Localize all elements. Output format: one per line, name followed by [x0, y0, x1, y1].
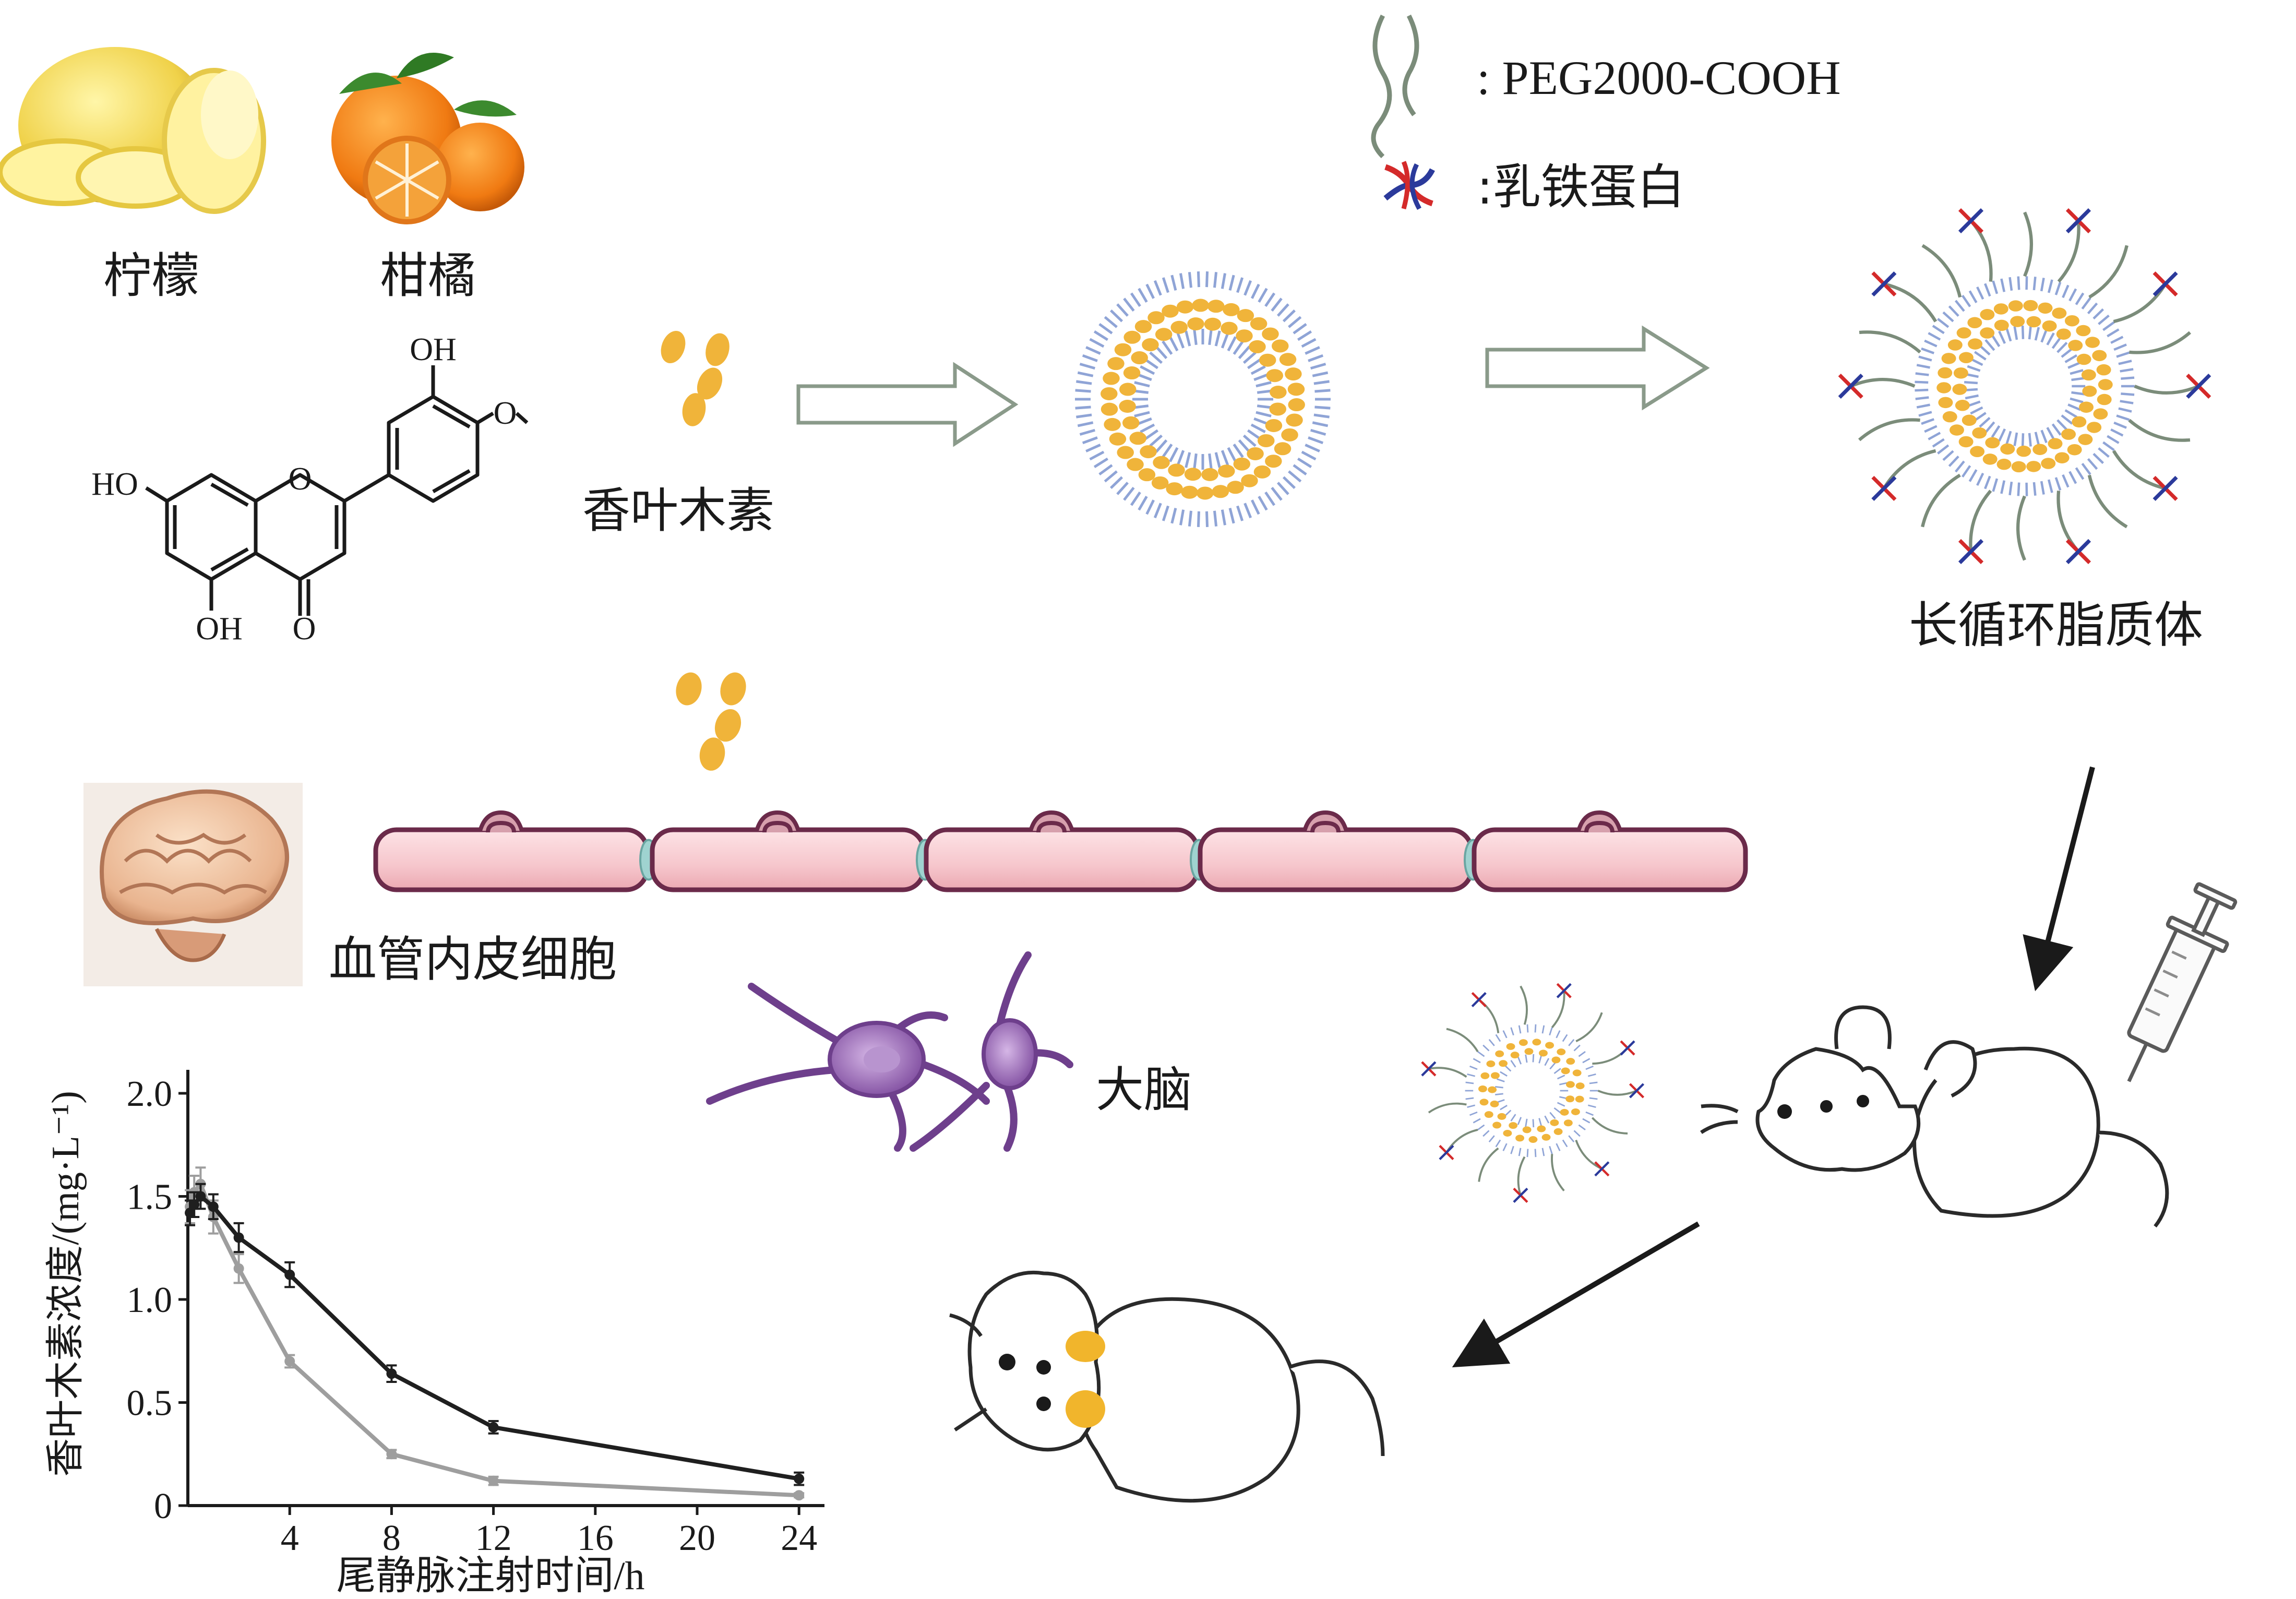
- series-line: [188, 1193, 799, 1481]
- lemon-label: 柠檬: [103, 248, 199, 304]
- x-tick-label: 24: [781, 1518, 817, 1558]
- data-point: [794, 1490, 805, 1501]
- liposome-label: 长循环脂质体: [1909, 597, 2203, 654]
- y-tick-label: 0.5: [127, 1383, 173, 1424]
- data-point: [233, 1263, 244, 1274]
- data-point: [488, 1422, 499, 1433]
- transporter-receptor: [1302, 810, 1348, 833]
- lemon-image: [0, 47, 266, 214]
- mouse-injected: [1700, 1005, 2169, 1228]
- series-line: [188, 1179, 799, 1498]
- endothelial-cell: [1198, 827, 1474, 892]
- data-point: [386, 1368, 397, 1379]
- hollow-arrow-2: [1485, 325, 1710, 411]
- tangerine-label: 柑橘: [380, 248, 476, 304]
- x-tick-label: 20: [679, 1518, 715, 1558]
- x-tick-label: 8: [382, 1518, 401, 1558]
- drug-particles-top: [661, 331, 730, 426]
- transporter-receptor: [755, 810, 800, 833]
- peg-legend-icon: [1371, 14, 1419, 159]
- diosmetin-label: 香叶木素: [582, 483, 774, 539]
- x-tick-label: 16: [577, 1518, 614, 1558]
- data-point: [233, 1232, 244, 1243]
- data-point: [189, 1199, 200, 1210]
- hollow-arrow-1: [796, 362, 1019, 447]
- x-axis-label: 尾静脉注射时间/h: [336, 1554, 644, 1598]
- oh-top-label: OH: [410, 332, 457, 367]
- drug-particles-middle: [676, 672, 746, 771]
- brain-label: 大脑: [1096, 1062, 1192, 1118]
- lactoferrin-legend-icon: [1383, 161, 1435, 210]
- x-tick-label: 4: [281, 1518, 299, 1558]
- lactoferrin-legend-text: :乳铁蛋白: [1477, 159, 1685, 215]
- syringe-icon: [2127, 882, 2238, 1082]
- endothelial-cells: [373, 810, 1748, 892]
- data-point: [284, 1356, 295, 1367]
- y-axis-label: 香叶木素浓度/(mg·L⁻¹): [44, 1091, 87, 1477]
- data-point: [794, 1473, 805, 1484]
- endothelial-cell: [650, 827, 926, 892]
- transporter-receptor: [1029, 810, 1074, 833]
- endothelial-cell: [924, 827, 1200, 892]
- endothelial-cell: [1472, 827, 1748, 892]
- data-point: [195, 1191, 206, 1202]
- diosmetin-liposome: [1075, 271, 1331, 527]
- data-point: [185, 1208, 196, 1219]
- arrow-down-left: [1452, 1221, 1700, 1368]
- tangerine-image: [331, 53, 524, 224]
- long-circulating-liposome: [1838, 208, 2211, 564]
- o-keto-label: O: [293, 611, 316, 647]
- transporter-receptor: [478, 810, 524, 833]
- injected-liposome: [1421, 983, 1645, 1203]
- neuron-cells: [706, 951, 1073, 1152]
- o-methoxy-label: O: [494, 396, 517, 431]
- endothelial-cell: [373, 827, 650, 892]
- transporter-receptor: [1576, 810, 1622, 833]
- data-point: [488, 1475, 499, 1486]
- data-point: [208, 1201, 219, 1212]
- y-tick-label: 2.0: [127, 1074, 173, 1114]
- data-point: [386, 1449, 397, 1460]
- y-tick-label: 1.5: [127, 1177, 173, 1218]
- brain-image: [83, 783, 303, 986]
- ho-left-label: HO: [91, 467, 138, 502]
- y-tick-label: 0: [154, 1486, 172, 1526]
- endothelial-label: 血管内皮细胞: [329, 932, 617, 987]
- oh-bottom-label: OH: [196, 611, 243, 647]
- mouse-treated: [949, 1270, 1385, 1503]
- diosmetin-structure: [145, 365, 529, 616]
- x-tick-label: 12: [475, 1518, 512, 1558]
- arrow-down: [2023, 766, 2095, 992]
- o-ring-label: O: [289, 461, 312, 497]
- peg-legend-text: : PEG2000-COOH: [1477, 51, 1841, 104]
- y-tick-label: 1.0: [127, 1280, 173, 1320]
- data-point: [284, 1269, 295, 1280]
